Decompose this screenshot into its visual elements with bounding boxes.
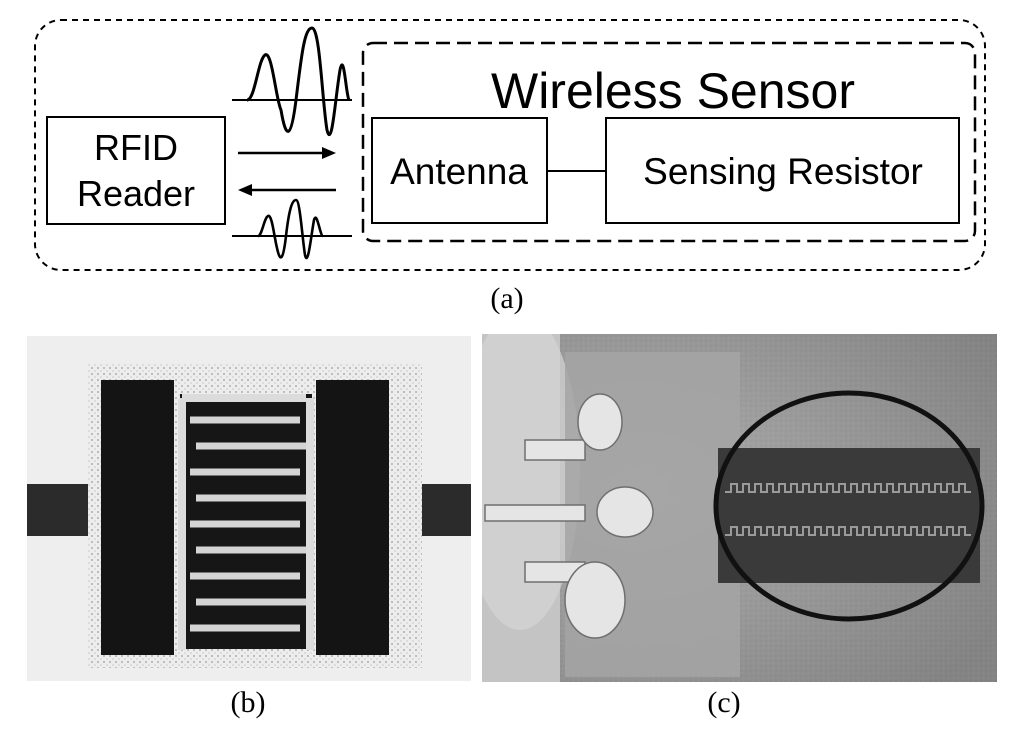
system-boundary — [34, 19, 986, 271]
rfid-reader-label-line2: Reader — [77, 173, 195, 214]
antenna-label: Antenna — [390, 151, 528, 192]
rfid-reader-label-line1: RFID — [94, 127, 178, 168]
wireless-sensor-boundary — [361, 41, 977, 243]
antenna-box — [371, 117, 548, 224]
forward-arrow-icon — [238, 147, 336, 159]
backscatter-wave-icon — [232, 198, 352, 260]
block-diagram: RFID Reader Wireless Sensor Antenna Sens… — [34, 19, 986, 271]
wireless-sensor-title: Wireless Sensor — [491, 63, 855, 119]
highlight-ellipse — [713, 390, 985, 622]
sensing-resistor-box — [605, 117, 960, 224]
caption-c: (c) — [707, 686, 741, 719]
caption-b: (b) — [230, 686, 266, 719]
caption-a: (a) — [490, 282, 524, 315]
photo-interdigitated-sensor — [27, 336, 471, 681]
sensing-resistor-label: Sensing Resistor — [643, 151, 923, 192]
rfid-reader-box — [46, 116, 226, 225]
interrogation-wave-icon — [232, 26, 352, 137]
backward-arrow-icon — [238, 184, 336, 196]
photo-sensor-assembly — [482, 334, 997, 682]
